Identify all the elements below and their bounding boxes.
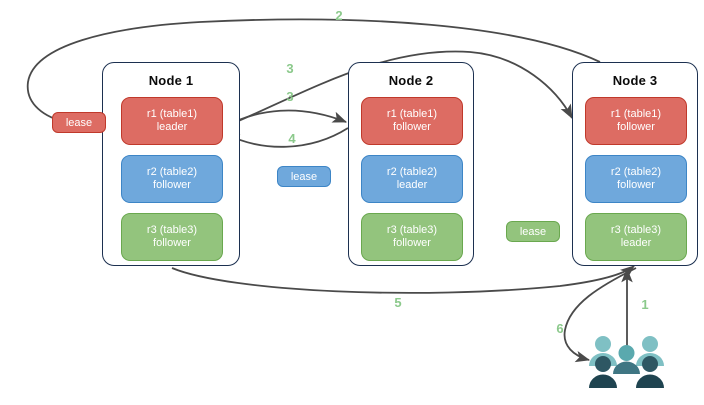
replica-role: leader <box>156 121 188 133</box>
replica-role: follower <box>617 179 655 191</box>
replica-r1[interactable]: r1 (table1) follower <box>585 97 687 145</box>
lease-badge-red[interactable]: lease <box>52 112 106 133</box>
users-icon <box>588 333 666 391</box>
arrow-step-3-node2 <box>221 109 348 129</box>
node-title: Node 2 <box>388 73 434 88</box>
replica-r1[interactable]: r1 (table1) follower <box>361 97 463 145</box>
replica-role: follower <box>393 121 431 133</box>
lease-badge-green[interactable]: lease <box>506 221 560 242</box>
step-label-3-node3: 3 <box>286 61 294 76</box>
replica-r2[interactable]: r2 (table2) follower <box>121 155 223 203</box>
replica-name: r2 (table2) <box>610 165 662 178</box>
replica-name: r3 (table3) <box>146 223 198 236</box>
replica-role: leader <box>620 237 652 249</box>
replica-r3[interactable]: r3 (table3) follower <box>361 213 463 261</box>
replica-role: follower <box>153 237 191 249</box>
step-label-5: 5 <box>394 295 402 310</box>
replica-role: follower <box>393 237 431 249</box>
replica-role: follower <box>617 121 655 133</box>
replica-name: r2 (table2) <box>386 165 438 178</box>
replica-r2[interactable]: r2 (table2) leader <box>361 155 463 203</box>
replica-name: r2 (table2) <box>146 165 198 178</box>
arrow-step-5 <box>171 265 635 294</box>
replica-r1[interactable]: r1 (table1) leader <box>121 97 223 145</box>
node-container-1: Node 1 r1 (table1) leader r2 (table2) fo… <box>102 62 240 266</box>
replica-name: r1 (table1) <box>146 107 198 120</box>
step-label-3-node2: 3 <box>286 89 294 104</box>
node-container-3: Node 3 r1 (table1) follower r2 (table2) … <box>572 62 698 266</box>
replica-role: leader <box>396 179 428 191</box>
replica-name: r1 (table1) <box>610 107 662 120</box>
replica-r3[interactable]: r3 (table3) leader <box>585 213 687 261</box>
replica-name: r3 (table3) <box>386 223 438 236</box>
step-label-2: 2 <box>335 8 343 23</box>
replica-name: r3 (table3) <box>610 223 662 236</box>
lease-badge-blue[interactable]: lease <box>277 166 331 187</box>
node-container-2: Node 2 r1 (table1) follower r2 (table2) … <box>348 62 474 266</box>
replica-r3[interactable]: r3 (table3) follower <box>121 213 223 261</box>
node-title: Node 1 <box>148 73 194 88</box>
step-label-4: 4 <box>288 131 296 146</box>
replica-name: r1 (table1) <box>386 107 438 120</box>
replica-r2[interactable]: r2 (table2) follower <box>585 155 687 203</box>
replica-role: follower <box>153 179 191 191</box>
step-label-6: 6 <box>556 321 564 336</box>
step-label-1: 1 <box>641 297 649 312</box>
node-title: Node 3 <box>612 73 658 88</box>
